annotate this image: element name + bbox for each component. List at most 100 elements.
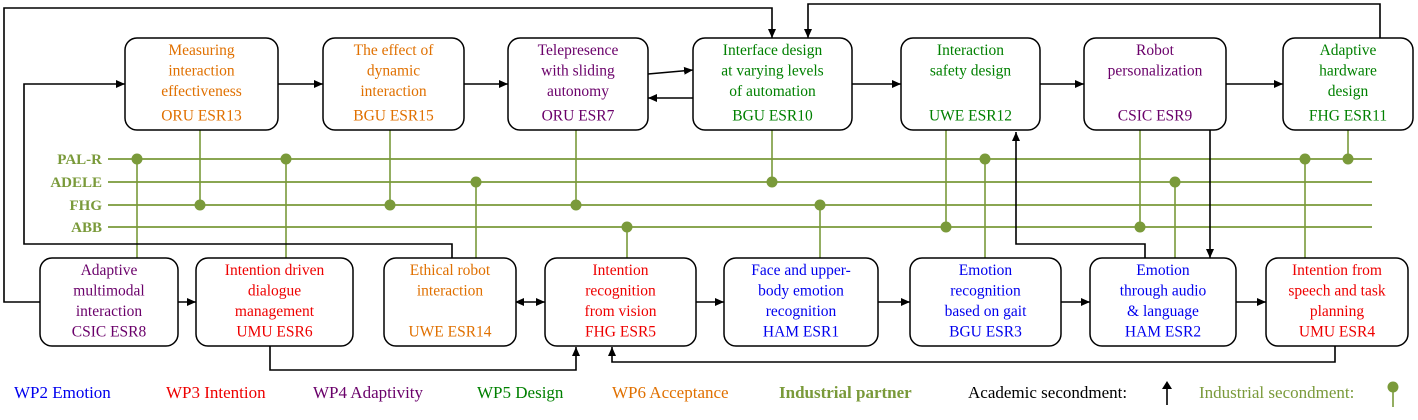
box-text: multimodal bbox=[73, 283, 144, 300]
legend-wp4: WP4 Adaptivity bbox=[313, 383, 424, 402]
partner-label-fhg: FHG bbox=[70, 198, 103, 214]
partner-lines bbox=[108, 158, 1372, 228]
box-text: The effect of bbox=[354, 42, 435, 59]
box-text: through audio bbox=[1120, 283, 1207, 300]
box-text: HAM ESR1 bbox=[763, 324, 839, 341]
box-text: UWE ESR12 bbox=[929, 108, 1012, 125]
box-text: Robot bbox=[1136, 42, 1175, 59]
industrial-secondment bbox=[979, 153, 991, 258]
research-box-bottom-8: Intention from speech and task planningUMU… bbox=[1265, 257, 1409, 347]
industrial-secondment bbox=[814, 199, 826, 258]
box-text: Face and upper- bbox=[751, 262, 851, 279]
box-text: ORU ESR7 bbox=[542, 108, 615, 125]
box-text: Emotion bbox=[959, 262, 1013, 279]
box-text: management bbox=[235, 303, 315, 320]
arrow-esr8-esr10 bbox=[3, 7, 776, 303]
industrial-secondment bbox=[766, 130, 778, 188]
box-text: UMU ESR4 bbox=[1299, 324, 1375, 341]
box-text: design bbox=[1328, 83, 1369, 100]
box-text: Interaction bbox=[937, 42, 1004, 59]
box-text: Interface design bbox=[723, 42, 823, 59]
box-text: Adaptive bbox=[81, 262, 138, 279]
box-text: recognition bbox=[766, 303, 837, 320]
research-box-top-4: Interface design at varying levels of auto… bbox=[692, 37, 853, 131]
industrial-secondment bbox=[470, 176, 482, 258]
box-text: FHG ESR5 bbox=[585, 324, 656, 341]
box-text: BGU ESR10 bbox=[732, 108, 813, 125]
partner-label-adele: ADELE bbox=[50, 175, 102, 191]
legend-industrial-secondment: Industrial secondment: bbox=[1199, 383, 1355, 402]
box-text: CSIC ESR8 bbox=[72, 324, 147, 341]
box-text: interaction bbox=[168, 63, 235, 80]
legend-wp6: WP6 Acceptance bbox=[612, 383, 729, 402]
arrow-esr6-esr5 bbox=[269, 346, 580, 371]
box-text: Emotion bbox=[1136, 262, 1190, 279]
industrial-secondment bbox=[621, 221, 633, 258]
box-text: based on gait bbox=[945, 303, 1027, 320]
legend-wp3: WP3 Intention bbox=[166, 383, 266, 402]
pin-icon bbox=[1387, 381, 1399, 407]
industrial-secondment bbox=[940, 130, 952, 233]
box-text: CSIC ESR9 bbox=[1118, 108, 1193, 125]
partner-label-pal-r: PAL-R bbox=[57, 152, 102, 168]
box-text: BGU ESR3 bbox=[949, 324, 1022, 341]
box-text: UWE ESR14 bbox=[408, 324, 491, 341]
box-text: speech and task bbox=[1288, 283, 1386, 300]
industrial-secondment bbox=[194, 130, 206, 211]
industrial-secondment bbox=[1342, 130, 1354, 165]
arrow-esr7-esr10 bbox=[647, 66, 694, 75]
box-text: of automation bbox=[729, 83, 816, 100]
box-text: safety design bbox=[930, 63, 1012, 80]
box-text: with sliding bbox=[541, 63, 615, 80]
academic-secondment-links bbox=[3, 3, 1381, 371]
industrial-secondment bbox=[570, 130, 582, 211]
industrial-secondment bbox=[1134, 130, 1146, 233]
industrial-secondment bbox=[1169, 176, 1181, 258]
industrial-secondment bbox=[280, 153, 292, 258]
box-text: recognition bbox=[950, 283, 1021, 300]
box-text: FHG ESR11 bbox=[1309, 108, 1387, 125]
box-text: autonomy bbox=[547, 83, 609, 100]
box-text: personalization bbox=[1108, 63, 1203, 80]
box-text: at varying levels bbox=[721, 63, 823, 80]
box-text: interaction bbox=[417, 283, 484, 300]
arrow-esr4-esr5 bbox=[608, 346, 1336, 363]
arrow-esr11-esr10 bbox=[804, 3, 1381, 38]
box-text: dialogue bbox=[248, 283, 301, 300]
legend-academic-secondment: Academic secondment: bbox=[968, 383, 1128, 402]
box-text: Adaptive bbox=[1320, 42, 1377, 59]
box-text: body emotion bbox=[758, 283, 844, 300]
box-text: BGU ESR15 bbox=[353, 108, 434, 125]
legend-wp5: WP5 Design bbox=[477, 383, 564, 402]
partner-labels: PAL-R ADELE FHG ABB bbox=[50, 152, 102, 236]
arrow-esr2-esr12 bbox=[1012, 132, 1146, 258]
industrial-secondment bbox=[131, 153, 143, 258]
legend-industrial-partner: Industrial partner bbox=[779, 383, 912, 402]
box-text: hardware bbox=[1319, 63, 1377, 80]
box-text: Intention driven bbox=[225, 262, 325, 279]
industrial-secondment-links bbox=[131, 130, 1354, 258]
partner-label-abb: ABB bbox=[71, 220, 102, 236]
industrial-secondment bbox=[1299, 153, 1311, 258]
box-text: planning bbox=[1310, 303, 1364, 320]
box-text: Telepresence bbox=[538, 42, 619, 59]
box-text: Intention bbox=[593, 262, 649, 279]
box-text: HAM ESR2 bbox=[1125, 324, 1201, 341]
arrow-esr14-esr13 bbox=[23, 80, 453, 258]
box-text: UMU ESR6 bbox=[236, 324, 312, 341]
box-text: Intention from bbox=[1292, 262, 1382, 279]
box-text: Measuring bbox=[168, 42, 235, 59]
box-text: from vision bbox=[585, 303, 657, 320]
industrial-secondment bbox=[384, 130, 396, 211]
